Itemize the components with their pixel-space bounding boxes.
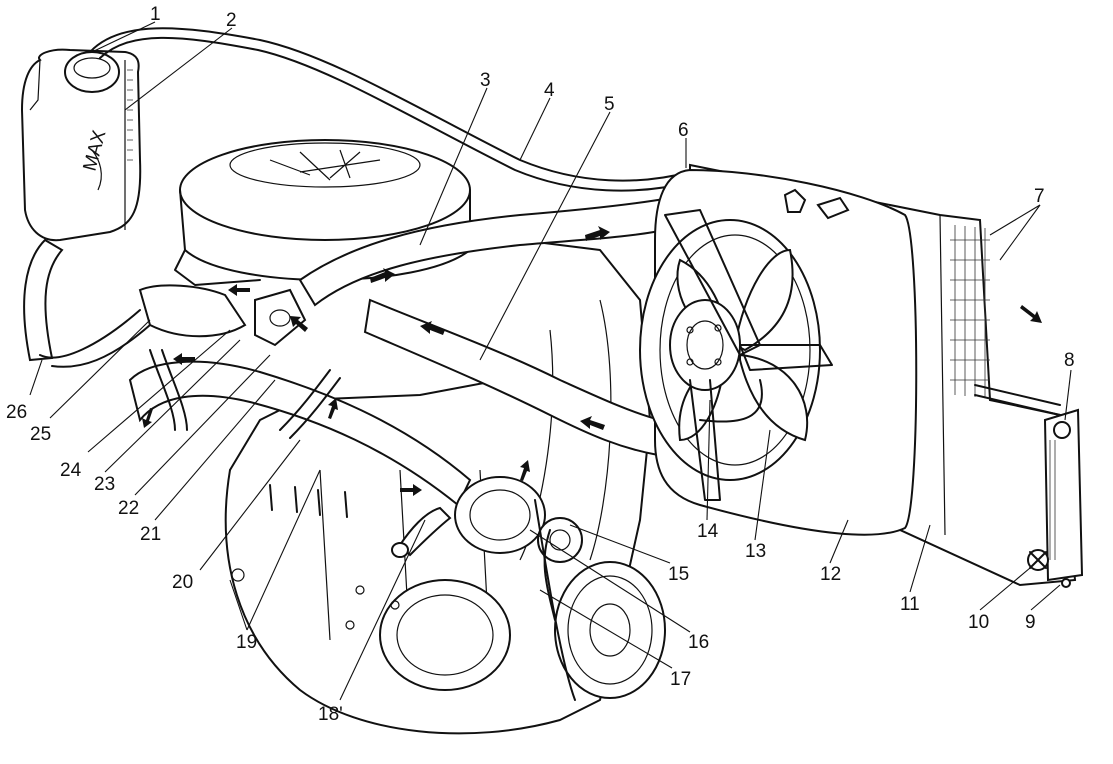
callout-7: 7 — [1034, 186, 1045, 207]
callouts: 1 2 3 4 5 6 7 8 9 10 11 12 13 14 15 16 1… — [6, 4, 1075, 725]
cooling-fan — [664, 188, 850, 501]
hoses — [23, 27, 691, 507]
callout-8: 8 — [1064, 350, 1075, 371]
callout-12: 12 — [820, 564, 841, 585]
expansion-tank: MAX — [20, 48, 142, 242]
callout-2: 2 — [226, 10, 237, 31]
callout-24: 24 — [60, 460, 82, 481]
callout-10: 10 — [968, 612, 989, 633]
air-filter — [174, 139, 471, 286]
crankshaft-pulley — [534, 499, 666, 701]
callout-5: 5 — [604, 94, 615, 115]
callout-14: 14 — [697, 521, 719, 542]
callout-11: 11 — [900, 594, 920, 615]
callout-4: 4 — [544, 80, 555, 101]
leader-lines — [29, 21, 1072, 701]
flow-arrows — [142, 226, 1042, 496]
callout-3: 3 — [480, 70, 491, 91]
callout-21: 21 — [140, 524, 161, 545]
callout-6: 6 — [678, 120, 689, 141]
callout-25: 25 — [30, 424, 51, 445]
callout-9: 9 — [1025, 612, 1036, 633]
callout-17: 17 — [670, 669, 691, 690]
callout-26: 26 — [6, 402, 27, 423]
callout-22: 22 — [118, 498, 139, 519]
callout-13: 13 — [745, 541, 766, 562]
callout-18: 18' — [318, 704, 343, 725]
water-pump — [391, 476, 583, 563]
callout-16: 16 — [688, 632, 709, 653]
callout-19: 19 — [236, 632, 257, 653]
callout-1: 1 — [150, 4, 161, 25]
callout-15: 15 — [668, 564, 689, 585]
callout-23: 23 — [94, 474, 115, 495]
engine-block — [224, 239, 651, 735]
callout-20: 20 — [172, 572, 193, 593]
